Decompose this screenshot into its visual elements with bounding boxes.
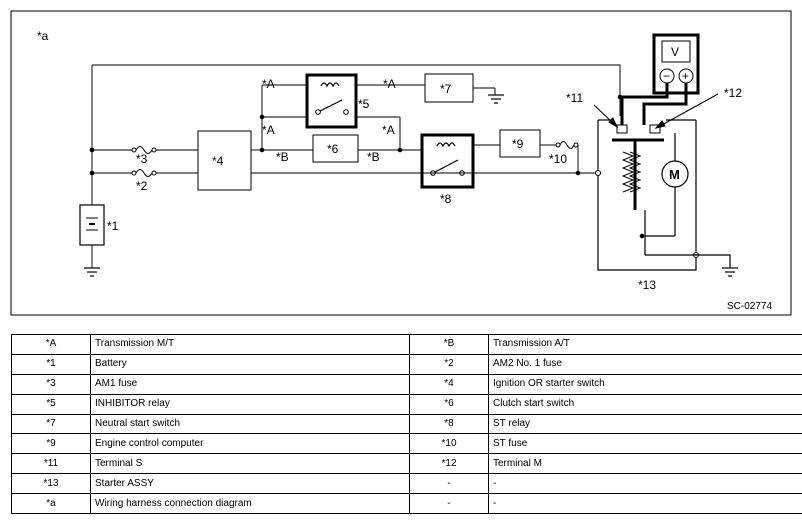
legend-key: *13 [11,473,91,495]
diagram-frame [10,10,792,316]
label-a-top-left: *A [262,77,275,91]
label-st-relay: *8 [440,192,452,206]
voltmeter-label: V [671,45,679,59]
clutch-start-switch-box [312,134,359,163]
fuse-am1-symbol [131,146,157,154]
diagram-code: SC-02774 [727,301,772,312]
legend-value: AM1 fuse [90,373,410,395]
legend-key: *2 [409,353,489,375]
legend-key: *6 [409,393,489,415]
legend-value: Transmission M/T [90,334,410,355]
legend-key: *4 [409,373,489,395]
label-terminal-m: *12 [724,86,742,100]
voltmeter-minus: − [663,69,670,83]
label-terminal-s: *11 [566,91,583,105]
ground-symbol-battery [84,267,100,277]
label-b-right: *B [367,150,380,164]
fuse-am2-symbol [131,169,157,177]
legend-key: *11 [11,453,91,475]
label-starter-assy: *13 [638,278,656,292]
label-a-mid-right: *A [382,123,395,137]
diagram-mark-label: *a [37,29,49,43]
ground-symbol-starter [696,254,738,277]
legend-key: *7 [11,413,91,435]
wiring-diagram: *a *A *A *A *A *B *B *1 *2 *3 *4 *5 *6 *… [10,10,792,316]
label-b-left: *B [276,150,289,164]
legend-value: INHIBITOR relay [90,393,410,415]
callout-arrows [593,93,719,129]
ignition-switch-box [197,130,252,191]
st-relay-symbol [420,133,475,189]
legend-key: *10 [409,433,489,455]
legend-key: *3 [11,373,91,395]
legend-value: Terminal M [488,453,802,475]
legend-value: AM2 No. 1 fuse [488,353,802,375]
legend-value: Ignition OR starter switch [488,373,802,395]
legend-key: *1 [11,353,91,375]
legend-value: Starter ASSY [90,473,410,495]
fuse-st-symbol [555,141,579,149]
legend-value: ST relay [488,413,802,435]
motor-label: M [669,167,680,182]
junctions [89,94,623,176]
legend-key: *9 [11,433,91,455]
label-inhibitor-relay: *5 [358,97,370,111]
label-neutral-switch: *7 [440,82,452,96]
ground-symbol-nss [488,94,504,104]
legend-key: *5 [11,393,91,415]
legend-value: Battery [90,353,410,375]
neutral-start-switch-box [424,73,474,103]
label-ignition-switch: *4 [212,154,224,168]
label-st-fuse: *10 [549,152,567,166]
label-a-mid-left: *A [262,123,275,137]
voltmeter-plus: + [682,69,689,83]
label-battery: *1 [107,219,119,233]
legend-value: - [488,473,802,495]
label-am1-fuse: *3 [136,152,148,166]
label-ecu: *9 [512,137,524,151]
battery-symbol [79,204,105,246]
legend-key: *B [409,334,489,355]
legend-value: Neutral start switch [90,413,410,435]
legend-key: - [409,493,489,515]
starter-junction-dot [639,233,645,239]
legend-key: *12 [409,453,489,475]
legend-key: *8 [409,413,489,435]
legend-value: Engine control computer [90,433,410,455]
legend-value: Wiring harness connection diagram [90,493,410,515]
engine-control-computer-box [499,129,541,158]
voltmeter-symbol [620,33,700,125]
legend-key: *a [11,493,91,515]
legend-value: Transmission A/T [488,334,802,355]
legend-value: Clutch start switch [488,393,802,415]
starter-assy-symbol [595,119,699,271]
label-a-top-right: *A [383,77,396,91]
legend-key: *A [11,334,91,355]
label-am2-fuse: *2 [136,179,148,193]
legend-value: Terminal S [90,453,410,475]
legend-value: - [488,493,802,515]
inhibitor-relay-symbol [305,73,358,129]
label-clutch-switch: *6 [327,142,339,156]
legend-value: ST fuse [488,433,802,455]
legend-key: - [409,473,489,495]
